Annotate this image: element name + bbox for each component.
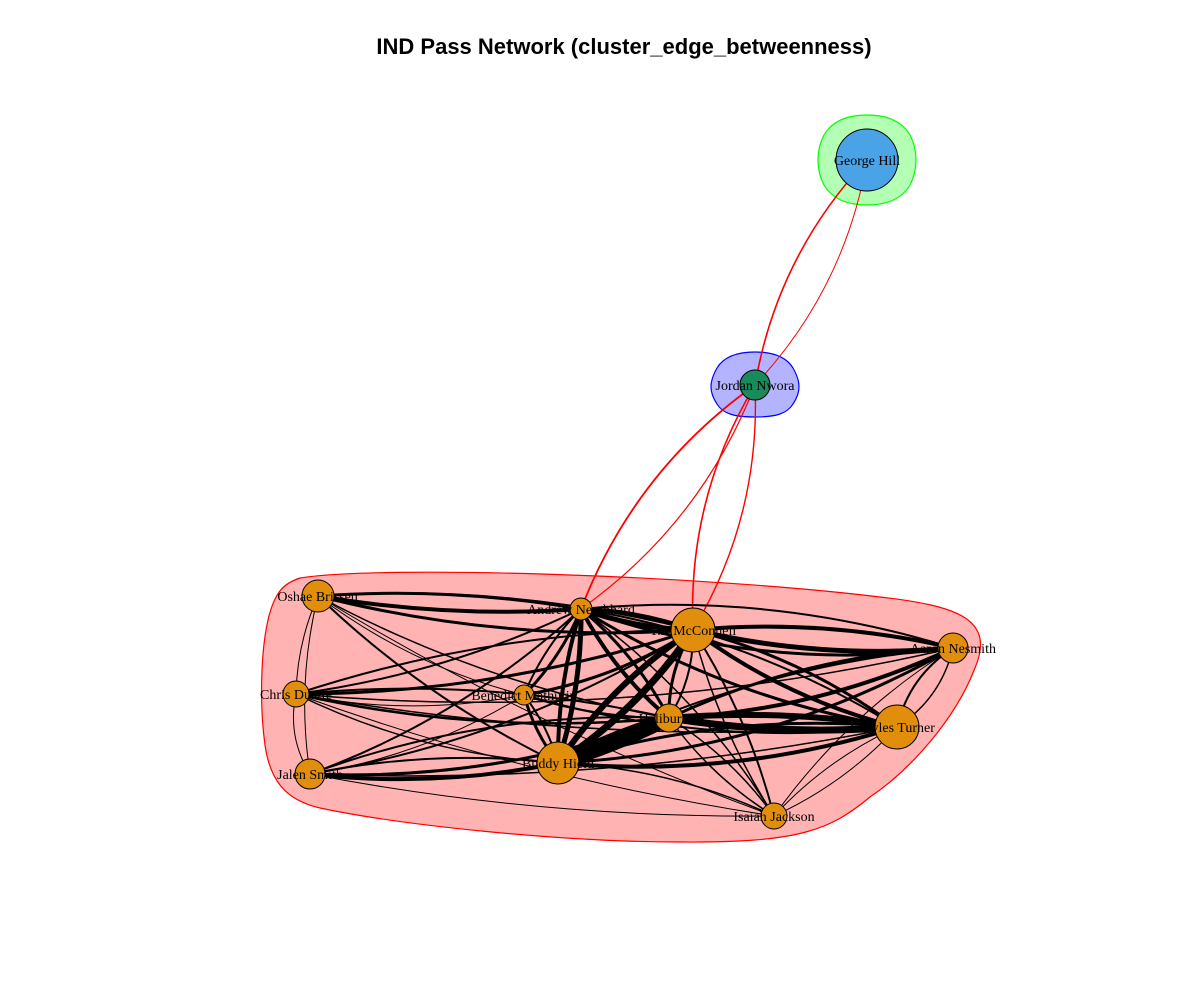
node-jalen[interactable] xyxy=(294,758,326,790)
edge-nesmith-andrew xyxy=(580,603,954,649)
node-label-jalen: Jalen Smith xyxy=(277,768,343,783)
edge-jalen-mcconnell xyxy=(309,629,694,775)
node-andrew[interactable] xyxy=(569,597,593,621)
node-haliburton[interactable] xyxy=(654,703,684,733)
node-label-andrew: Andrew Nembhard xyxy=(527,603,635,618)
edge-chris-isaiah xyxy=(295,693,775,817)
edge-haliburton-isaiah xyxy=(668,717,775,817)
edge-jordan-george xyxy=(754,159,868,386)
edge-chris-turner xyxy=(295,693,898,734)
edge-jalen-andrew xyxy=(309,608,582,775)
edge-isaiah-mcconnell xyxy=(692,629,775,817)
edge-jalen-buddy xyxy=(308,761,560,782)
node-turner[interactable] xyxy=(874,704,920,750)
edge-mcconnell-oshae xyxy=(317,592,694,631)
edge-nesmith-buddy xyxy=(557,647,954,764)
node-label-buddy: Buddy Hield xyxy=(522,757,594,772)
node-label-oshae: Oshae Brissett xyxy=(277,590,358,605)
edge-oshae-haliburton xyxy=(317,595,670,719)
node-label-benedict: Benedict Mathurin xyxy=(471,689,576,704)
edge-turner-mcconnell xyxy=(691,628,899,729)
edge-buddy-turner xyxy=(556,725,899,769)
node-benedict[interactable] xyxy=(513,684,535,706)
edge-turner-andrew xyxy=(580,608,898,728)
node-label-haliburton: Haliburton xyxy=(639,712,700,727)
chart-title: IND Pass Network (cluster_edge_betweenne… xyxy=(376,34,872,59)
node-chris[interactable] xyxy=(282,680,310,708)
node-label-chris: Chris Duarte xyxy=(260,688,332,703)
edge-nesmith-isaiah xyxy=(773,647,954,817)
node-oshae[interactable] xyxy=(301,579,335,613)
node-buddy[interactable] xyxy=(536,741,580,785)
node-label-jordan: Jordan Nwora xyxy=(716,379,796,394)
node-nesmith[interactable] xyxy=(937,632,969,664)
edge-george-jordan xyxy=(754,159,868,386)
node-jordan[interactable] xyxy=(739,369,771,401)
edge-jalen-benedict xyxy=(309,694,525,775)
edge-andrew-jordan xyxy=(580,384,756,610)
node-label-george: George Hill xyxy=(834,154,900,169)
edge-jordan-andrew xyxy=(580,384,756,610)
edge-buddy-mcconnell xyxy=(554,626,697,767)
edge-jordan-mcconnell xyxy=(691,384,756,631)
edge-oshae-andrew xyxy=(316,594,583,614)
edge-oshae-mcconnell xyxy=(316,594,695,635)
edge-nesmith-mcconnell xyxy=(691,624,955,650)
edge-chris-nesmith xyxy=(295,647,954,704)
node-label-turner: Myles Turner xyxy=(859,721,935,736)
edge-chris-buddy xyxy=(295,693,559,764)
edge-turner-buddy xyxy=(556,721,899,765)
edge-jalen-isaiah xyxy=(309,773,775,817)
node-isaiah[interactable] xyxy=(760,802,788,830)
edge-isaiah-andrew xyxy=(580,608,775,817)
node-layer xyxy=(282,128,969,830)
edge-jalen-turner xyxy=(309,726,898,777)
edge-andrew-turner xyxy=(579,607,899,729)
edge-oshae-isaiah xyxy=(317,595,775,817)
edge-haliburton-nesmith xyxy=(667,646,955,720)
edge-buddy-nesmith xyxy=(556,646,955,765)
edge-chris-benedict xyxy=(295,693,525,707)
node-label-mcconnell: T.J. McConnell xyxy=(650,624,737,639)
edge-isaiah-buddy xyxy=(557,762,775,817)
edge-mcconnell-turner xyxy=(691,628,899,729)
edge-haliburton-andrew xyxy=(579,607,671,720)
edge-isaiah-haliburton xyxy=(668,717,775,817)
edge-chris-andrew xyxy=(295,608,582,695)
cluster-hull-main xyxy=(260,571,981,843)
node-label-isaiah: Isaiah Jackson xyxy=(733,810,814,825)
node-label-nesmith: Aaron Nesmith xyxy=(910,642,996,657)
node-mcconnell[interactable] xyxy=(670,607,716,653)
edge-oshae-buddy xyxy=(317,595,559,764)
edge-mcconnell-jordan xyxy=(692,384,757,631)
edge-oshae-benedict xyxy=(317,595,525,696)
node-george[interactable] xyxy=(835,128,899,192)
